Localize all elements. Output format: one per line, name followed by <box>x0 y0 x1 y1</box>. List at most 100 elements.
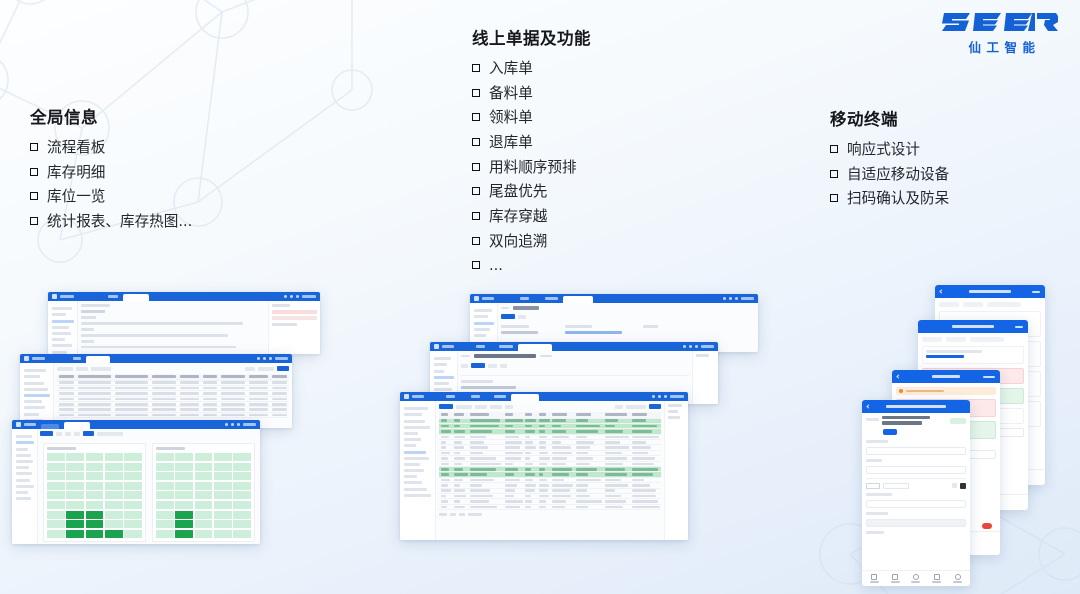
heatmap-cell[interactable] <box>156 482 174 490</box>
heatmap-cell[interactable] <box>214 482 232 490</box>
heatmap-cell[interactable] <box>105 463 123 471</box>
back-arrow-icon[interactable] <box>896 374 900 378</box>
active-tab[interactable] <box>64 422 90 429</box>
data-table[interactable] <box>439 412 661 510</box>
heatmap-grid[interactable] <box>156 453 251 538</box>
heatmap-cell[interactable] <box>214 530 232 538</box>
heatmap-cell[interactable] <box>86 520 104 528</box>
heatmap-cell[interactable] <box>47 482 65 490</box>
active-tab[interactable] <box>518 344 552 351</box>
heatmap-cell[interactable] <box>47 501 65 509</box>
heatmap-cell[interactable] <box>156 472 174 480</box>
heatmap-cell[interactable] <box>214 511 232 519</box>
heatmap-cell[interactable] <box>86 530 104 538</box>
heatmap-cell[interactable] <box>66 501 84 509</box>
heatmap-cell[interactable] <box>156 463 174 471</box>
active-tab[interactable] <box>511 394 539 401</box>
heatmap-cell[interactable] <box>214 472 232 480</box>
heatmap-cell[interactable] <box>66 491 84 499</box>
inventory-detail-window[interactable] <box>20 354 292 428</box>
heatmap-cell[interactable] <box>47 511 65 519</box>
heatmap-cell[interactable] <box>105 530 123 538</box>
heatmap-toolbar[interactable] <box>40 431 258 436</box>
active-tab[interactable] <box>123 294 149 301</box>
back-arrow-icon[interactable] <box>939 289 943 293</box>
heatmap-cell[interactable] <box>156 453 174 461</box>
tab-bar[interactable] <box>866 429 966 435</box>
heatmap-cell[interactable] <box>233 472 251 480</box>
window-controls[interactable] <box>652 395 684 398</box>
more-icon[interactable] <box>1015 326 1023 328</box>
heatmap-cell[interactable] <box>214 520 232 528</box>
heatmap-cell[interactable] <box>195 453 213 461</box>
window-title-bar[interactable] <box>430 342 718 351</box>
heatmap-cell[interactable] <box>175 511 193 519</box>
inventory-heatmap-window[interactable] <box>12 420 260 544</box>
action-text[interactable] <box>983 376 995 378</box>
heatmap-cell[interactable] <box>47 520 65 528</box>
mobile-title-bar[interactable] <box>935 285 1045 298</box>
window-controls[interactable] <box>225 423 256 426</box>
heatmap-cell[interactable] <box>86 511 104 519</box>
window-controls[interactable] <box>683 345 714 348</box>
window-controls[interactable] <box>284 295 316 298</box>
heatmap-cell[interactable] <box>175 501 193 509</box>
heatmap-cell[interactable] <box>124 511 142 519</box>
window-title-bar[interactable] <box>20 354 292 363</box>
heatmap-cell[interactable] <box>105 520 123 528</box>
heatmap-cell[interactable] <box>175 530 193 538</box>
heatmap-cell[interactable] <box>105 453 123 461</box>
heatmap-cell[interactable] <box>86 491 104 499</box>
form-toolbar[interactable] <box>501 314 755 319</box>
heatmap-cell[interactable] <box>195 511 213 519</box>
heatmap-cell[interactable] <box>214 453 232 461</box>
heatmap-cell[interactable] <box>233 482 251 490</box>
active-tab[interactable] <box>563 296 593 303</box>
heatmap-cell[interactable] <box>233 491 251 499</box>
filter-chips[interactable] <box>922 337 1024 342</box>
heatmap-cell[interactable] <box>105 511 123 519</box>
heatmap-cell[interactable] <box>47 463 65 471</box>
heatmap-cell[interactable] <box>105 482 123 490</box>
inactive-tab[interactable] <box>41 424 59 429</box>
heatmap-cell[interactable] <box>195 482 213 490</box>
heatmap-grid[interactable] <box>47 453 142 538</box>
filter-chips[interactable] <box>939 302 1041 307</box>
heatmap-cell[interactable] <box>124 453 142 461</box>
form-toolbar[interactable] <box>461 363 689 368</box>
back-arrow-icon[interactable] <box>866 404 870 408</box>
table-toolbar[interactable] <box>57 366 289 371</box>
heatmap-cell[interactable] <box>195 520 213 528</box>
sidebar-nav[interactable] <box>48 301 78 354</box>
heatmap-cell[interactable] <box>124 472 142 480</box>
heatmap-cell[interactable] <box>66 520 84 528</box>
heatmap-cell[interactable] <box>233 520 251 528</box>
alert-panel[interactable] <box>268 301 320 354</box>
heatmap-cell[interactable] <box>124 482 142 490</box>
heatmap-cell[interactable] <box>66 530 84 538</box>
mobile-title-bar[interactable] <box>862 400 970 413</box>
flow-board-window[interactable] <box>48 292 320 354</box>
heatmap-panel-1[interactable] <box>43 443 146 542</box>
window-title-bar[interactable] <box>12 420 260 429</box>
heatmap-cell[interactable] <box>47 491 65 499</box>
heatmap-cell[interactable] <box>47 472 65 480</box>
heatmap-cell[interactable] <box>124 491 142 499</box>
heatmap-cell[interactable] <box>47 453 65 461</box>
heatmap-cell[interactable] <box>175 453 193 461</box>
heatmap-cell[interactable] <box>156 491 174 499</box>
order-list-window[interactable] <box>400 392 688 540</box>
sidebar-nav[interactable] <box>20 363 54 428</box>
heatmap-cell[interactable] <box>195 530 213 538</box>
window-title-bar[interactable] <box>400 392 688 401</box>
mobile-title-bar[interactable] <box>918 320 1028 333</box>
heatmap-cell[interactable] <box>86 501 104 509</box>
sidebar-nav[interactable] <box>400 401 436 540</box>
heatmap-cell[interactable] <box>195 472 213 480</box>
heatmap-cell[interactable] <box>105 501 123 509</box>
table-toolbar[interactable] <box>439 404 661 409</box>
heatmap-panel-2[interactable] <box>152 443 255 542</box>
heatmap-cell[interactable] <box>195 491 213 499</box>
window-controls[interactable] <box>257 357 288 360</box>
heatmap-cell[interactable] <box>175 463 193 471</box>
